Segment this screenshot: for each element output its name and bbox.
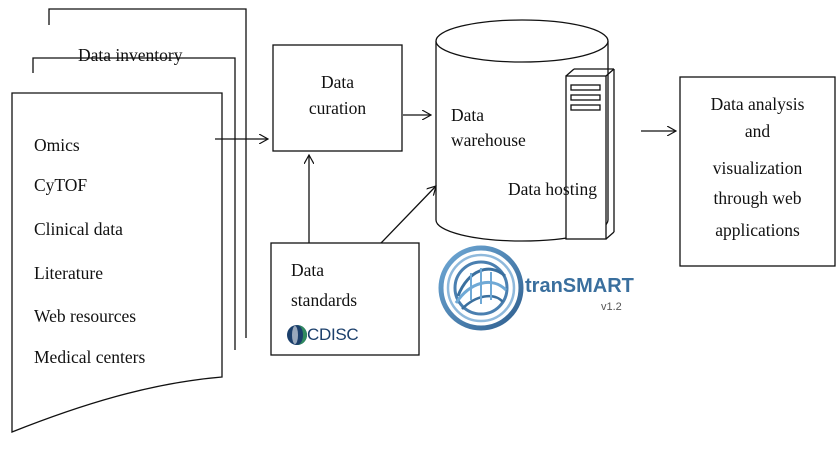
cdisc-logo-text: CDISC bbox=[307, 325, 359, 344]
analysis-label-line1: Data analysis bbox=[710, 94, 805, 114]
curation-box bbox=[272, 44, 403, 152]
warehouse-label-line1: Data bbox=[451, 105, 485, 125]
document-page-front bbox=[11, 92, 223, 433]
curation-label-line2: curation bbox=[308, 98, 367, 118]
inventory-item-web: Web resources bbox=[34, 306, 137, 326]
analysis-label-line5: applications bbox=[715, 220, 800, 240]
warehouse-cylinder bbox=[435, 19, 609, 242]
standards-label-line1: Data bbox=[291, 260, 325, 280]
analysis-label-line4: through web bbox=[713, 188, 802, 208]
inventory-item-literature: Literature bbox=[34, 263, 103, 283]
cdisc-logo-icon bbox=[287, 325, 307, 345]
analysis-label-line3: visualization bbox=[712, 158, 803, 178]
analysis-box bbox=[679, 76, 836, 267]
server-tower-icon bbox=[565, 68, 615, 240]
inventory-title: Data inventory bbox=[78, 45, 183, 65]
transmart-logo-version: v1.2 bbox=[601, 301, 622, 313]
inventory-item-medical: Medical centers bbox=[34, 347, 146, 367]
warehouse-hosting-label: Data hosting bbox=[508, 179, 597, 199]
analysis-label-line2: and bbox=[744, 121, 771, 141]
transmart-logo-text: tranSMART bbox=[525, 275, 634, 297]
curation-label-line1: Data bbox=[320, 72, 355, 92]
inventory-item-cytof: CyTOF bbox=[34, 175, 88, 195]
inventory-document-stack bbox=[11, 8, 247, 433]
transmart-logo-icon bbox=[438, 245, 524, 331]
warehouse-label-line2: warehouse bbox=[451, 130, 526, 150]
arrow-standards-to-warehouse bbox=[380, 186, 436, 244]
inventory-item-clinical: Clinical data bbox=[34, 219, 123, 239]
standards-label-line2: standards bbox=[291, 290, 358, 310]
inventory-item-omics: Omics bbox=[34, 135, 80, 155]
